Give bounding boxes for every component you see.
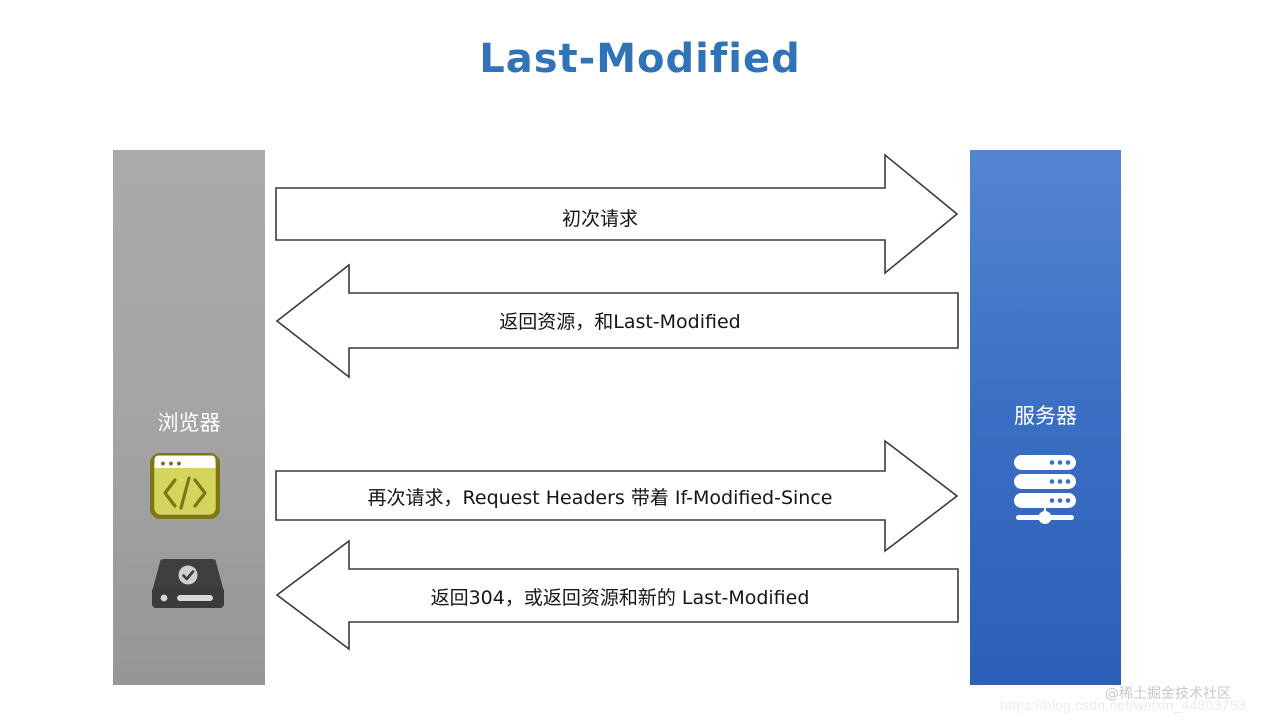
arrow-response-304 [275, 539, 959, 651]
watermark-url: https://blog.csdn.net/weixin_44803753 [1000, 697, 1246, 713]
code-window-icon [150, 453, 220, 519]
page-title: Last-Modified [479, 36, 801, 82]
server-column: 服务器 [970, 150, 1121, 685]
arrow-request-initial [275, 153, 959, 275]
disk-storage-icon [152, 559, 224, 608]
server-rack-icon [1014, 455, 1076, 524]
watermark-handle: @稀土掘金技术社区 [1105, 686, 1231, 702]
server-label: 服务器 [1014, 404, 1077, 428]
browser-label: 浏览器 [157, 411, 221, 435]
browser-column: 浏览器 [113, 150, 265, 685]
arrow-request-conditional [275, 439, 959, 553]
arrow-response-resource [275, 263, 959, 379]
